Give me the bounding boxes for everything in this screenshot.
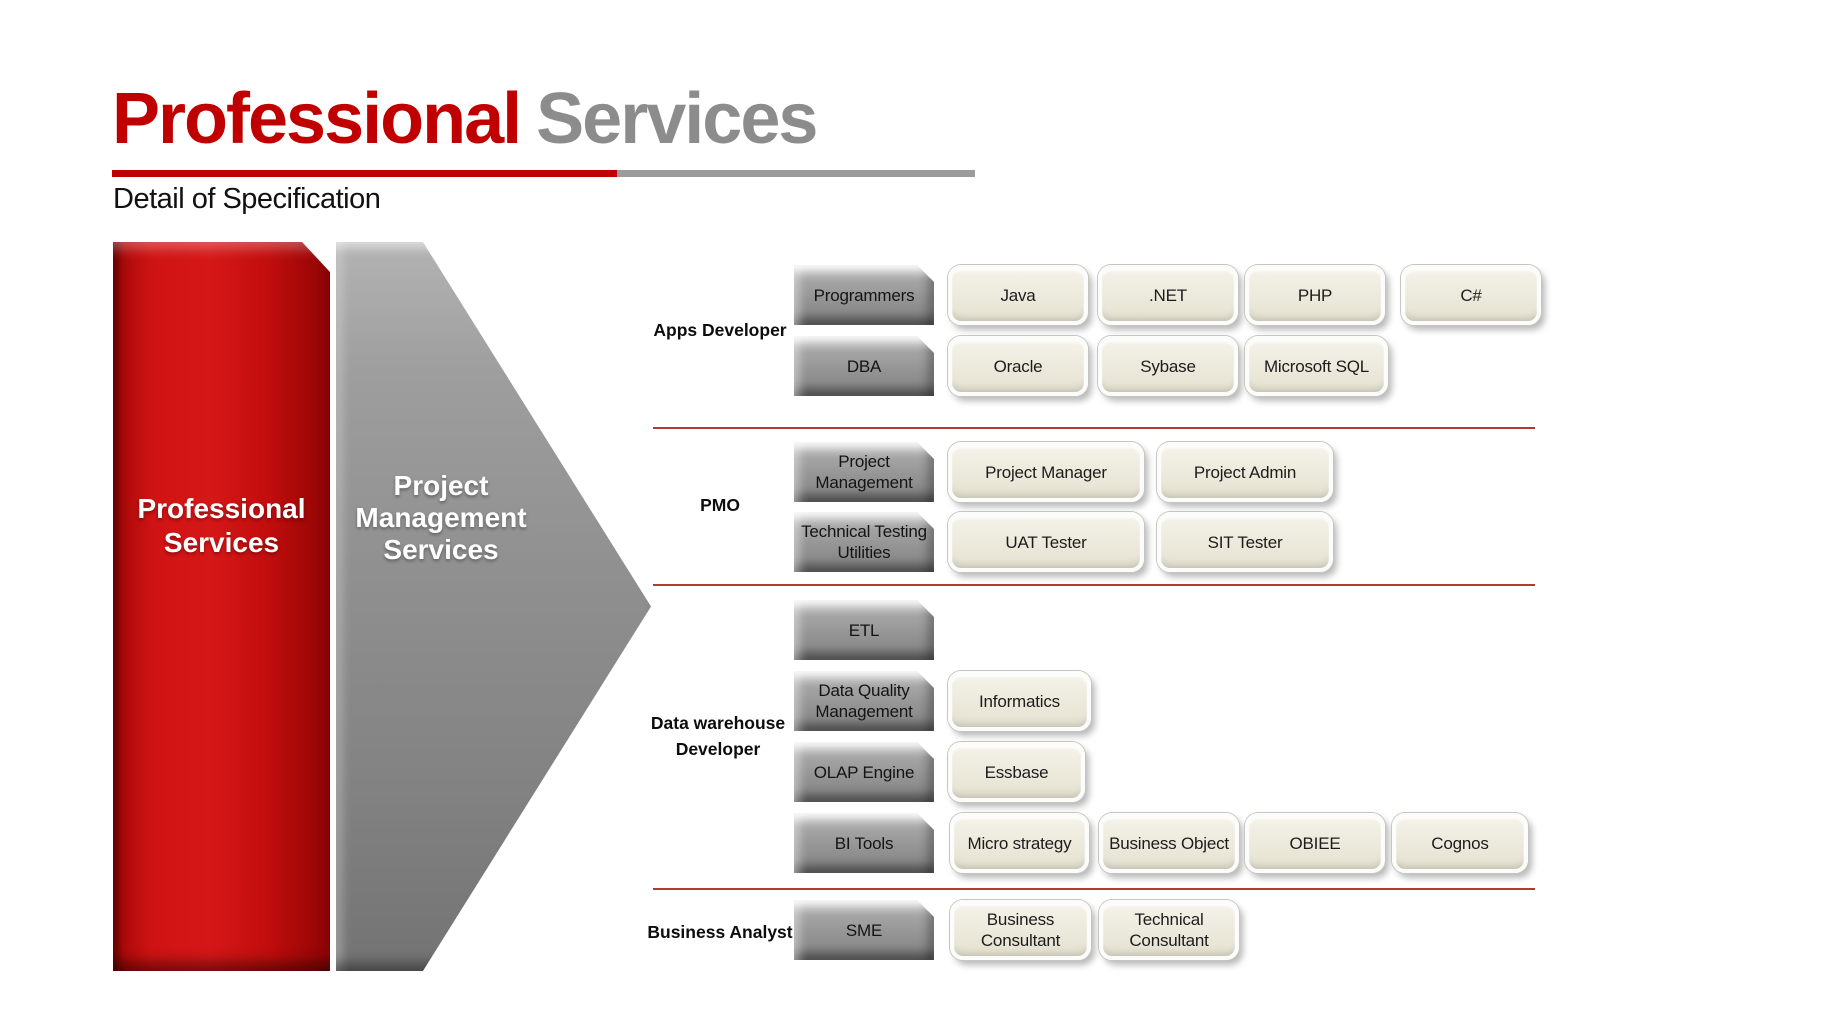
item-dotnet: .NET xyxy=(1098,265,1238,325)
page-title-secondary: Services xyxy=(536,79,818,159)
item-informatics: Informatics xyxy=(948,671,1091,731)
page-subtitle: Detail of Specification xyxy=(113,183,381,215)
section-label-business-analyst: Business Analyst xyxy=(647,922,793,942)
item-sybase: Sybase xyxy=(1098,336,1238,396)
title-underline-red xyxy=(112,170,617,177)
item-php: PHP xyxy=(1245,265,1385,325)
section-label-data-warehouse-developer: Data warehouse Developer xyxy=(650,713,786,759)
item-java: Java xyxy=(948,265,1088,325)
item-project-manager: Project Manager xyxy=(948,442,1144,502)
project-management-arrow-label: Project Management Services xyxy=(355,470,527,565)
item-csharp: C# xyxy=(1401,265,1541,325)
section-divider xyxy=(653,584,1535,586)
section-divider xyxy=(653,427,1535,429)
category-box-etl: ETL xyxy=(794,600,934,660)
item-uat-tester: UAT Tester xyxy=(948,512,1144,572)
professional-services-panel xyxy=(113,242,330,971)
title-underline-gray xyxy=(617,170,975,177)
category-box-data-quality-management: Data Quality Management xyxy=(794,671,934,731)
professional-services-panel-label: Professional Services xyxy=(137,493,306,558)
item-technical-consultant: Technical Consultant xyxy=(1099,900,1239,960)
item-micro-strategy: Micro strategy xyxy=(950,813,1089,873)
item-sit-tester: SIT Tester xyxy=(1157,512,1333,572)
item-business-object: Business Object xyxy=(1099,813,1239,873)
item-cognos: Cognos xyxy=(1392,813,1528,873)
item-microsoft-sql: Microsoft SQL xyxy=(1245,336,1388,396)
category-box-programmers: Programmers xyxy=(794,265,934,325)
category-box-project-management: Project Management xyxy=(794,442,934,502)
section-label-apps-developer: Apps Developer xyxy=(653,320,787,340)
item-oracle: Oracle xyxy=(948,336,1088,396)
category-box-technical-testing-utilities: Technical Testing Utilities xyxy=(794,512,934,572)
section-label-pmo: PMO xyxy=(700,495,740,515)
category-box-bi-tools: BI Tools xyxy=(794,813,934,873)
category-box-olap-engine: OLAP Engine xyxy=(794,742,934,802)
category-box-sme: SME xyxy=(794,900,934,960)
page-title-primary: Professional xyxy=(112,79,522,159)
item-business-consultant: Business Consultant xyxy=(950,900,1091,960)
section-divider xyxy=(653,888,1535,890)
item-project-admin: Project Admin xyxy=(1157,442,1333,502)
item-essbase: Essbase xyxy=(948,742,1085,802)
project-management-arrow xyxy=(336,242,651,971)
category-box-dba: DBA xyxy=(794,336,934,396)
item-obiee: OBIEE xyxy=(1245,813,1385,873)
